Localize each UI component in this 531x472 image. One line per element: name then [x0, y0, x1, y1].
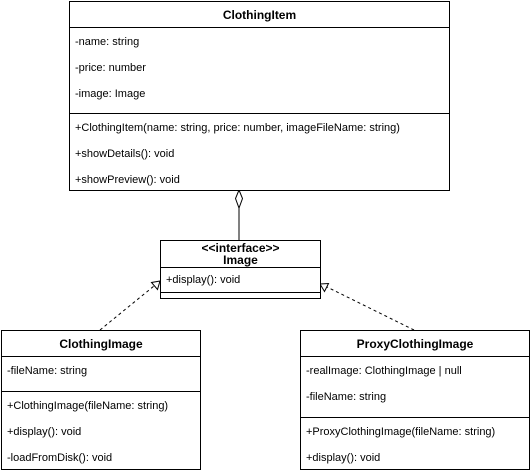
- class-name: Image: [223, 253, 258, 267]
- stereotype-label: <<interface>>: [201, 241, 280, 255]
- operation: -loadFromDisk(): void: [7, 452, 113, 464]
- class-name: ClothingItem: [70, 2, 449, 28]
- operations-compartment: +ClothingImage(fileName: string) +displa…: [2, 392, 200, 471]
- operation: +display(): void: [166, 274, 241, 286]
- operation: +display(): void: [7, 426, 82, 438]
- attribute: -name: string: [75, 36, 140, 48]
- operations-compartment: +ClothingItem(name: string, price: numbe…: [70, 114, 449, 193]
- operation: +showDetails(): void: [75, 148, 175, 160]
- operation: +display(): void: [306, 452, 381, 464]
- realization-arrowhead-clothing-image: [150, 280, 161, 291]
- class-proxy-clothing-image[interactable]: ProxyClothingImage -realImage: ClothingI…: [300, 330, 530, 470]
- attributes-compartment: -fileName: string: [2, 357, 200, 392]
- realization-line-clothing-image: [99, 285, 155, 331]
- attributes-compartment: -realImage: ClothingImage | null -fileNa…: [301, 357, 529, 418]
- class-name: ProxyClothingImage: [301, 331, 529, 357]
- operation: +ProxyClothingImage(fileName: string): [306, 426, 496, 438]
- operation: +ClothingImage(fileName: string): [7, 400, 169, 412]
- aggregation-diamond: [234, 188, 244, 210]
- operation: +showPreview(): void: [75, 174, 180, 186]
- attribute: -price: number: [75, 62, 146, 74]
- class-clothing-item[interactable]: ClothingItem -name: string -price: numbe…: [69, 1, 450, 191]
- operation: +ClothingItem(name: string, price: numbe…: [75, 122, 400, 134]
- empty-compartment: [161, 292, 320, 299]
- attribute: -realImage: ClothingImage | null: [306, 365, 462, 377]
- realization-arrowhead-proxy-clothing-image: [319, 282, 330, 293]
- interface-image[interactable]: <<interface>> Image +display(): void: [160, 240, 321, 299]
- class-clothing-image[interactable]: ClothingImage -fileName: string +Clothin…: [1, 330, 201, 470]
- realization-line-proxy-clothing-image: [326, 286, 415, 331]
- interface-header: <<interface>> Image: [161, 241, 320, 268]
- operations-compartment: +ProxyClothingImage(fileName: string) +d…: [301, 418, 529, 471]
- attributes-compartment: -name: string -price: number -image: Ima…: [70, 28, 449, 114]
- attribute: -image: Image: [75, 88, 146, 100]
- attribute: -fileName: string: [7, 365, 88, 377]
- attribute: -fileName: string: [306, 391, 387, 403]
- class-name: ClothingImage: [2, 331, 200, 357]
- operations-compartment: +display(): void: [161, 268, 320, 292]
